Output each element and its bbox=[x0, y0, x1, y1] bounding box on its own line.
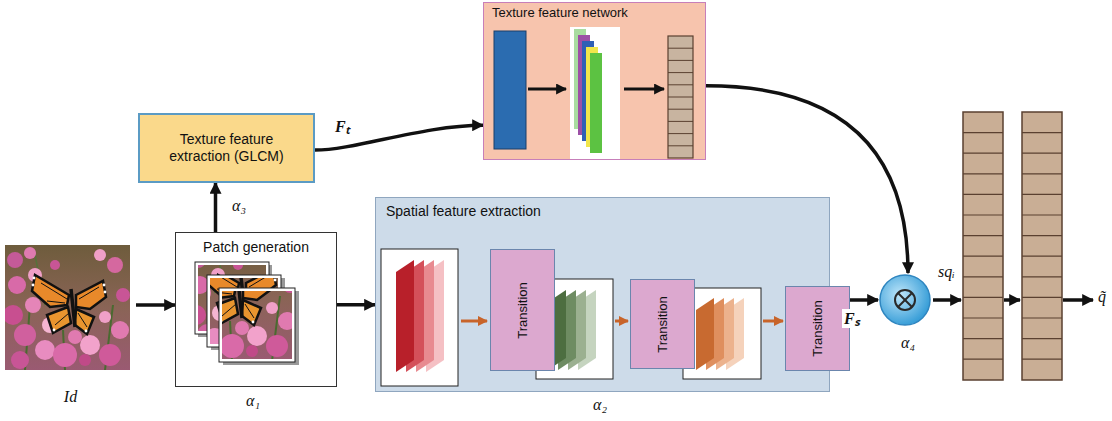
box-label: Transition bbox=[655, 296, 670, 353]
figure-rect bbox=[381, 249, 458, 386]
input-image: Id bbox=[5, 245, 136, 410]
figure-rect bbox=[683, 288, 761, 379]
input-photo bbox=[5, 245, 130, 370]
figure-line bbox=[461, 320, 487, 323]
score-symbol: sqᵢ bbox=[938, 262, 955, 281]
figure-line bbox=[763, 320, 783, 323]
figure-path bbox=[963, 133, 1003, 360]
patch-stack bbox=[176, 233, 333, 388]
stage-symbol: α₁ bbox=[246, 391, 260, 410]
figure-rect bbox=[494, 31, 526, 149]
figure-line bbox=[615, 320, 628, 323]
figure-line bbox=[528, 88, 566, 91]
feature-symbol: Fₜ bbox=[333, 117, 352, 136]
figure-circle bbox=[895, 290, 915, 310]
figure-path bbox=[668, 48, 693, 146]
figure-rect bbox=[590, 53, 602, 153]
transition-box: Transition bbox=[785, 286, 850, 371]
box-label: Texture feature extraction (GLCM) bbox=[152, 131, 301, 165]
figure-polygon bbox=[696, 298, 714, 370]
texture-network-figure bbox=[484, 3, 707, 161]
transition-box: Transition bbox=[490, 249, 555, 371]
dense-block-figure bbox=[376, 198, 831, 393]
feature-vector bbox=[963, 112, 1003, 380]
figure-rect bbox=[570, 27, 620, 159]
output-symbol: q̃ bbox=[1098, 287, 1106, 306]
fusion-circle bbox=[878, 273, 932, 327]
flow-arrow bbox=[1004, 298, 1020, 302]
box-label: Transition bbox=[515, 282, 530, 339]
flow-arrow bbox=[933, 298, 961, 302]
feature-symbol: Fₛ bbox=[842, 309, 862, 328]
figure-rect bbox=[668, 36, 693, 158]
figure-line bbox=[898, 293, 912, 307]
figure-rect bbox=[963, 112, 1003, 380]
panel-title: Texture feature network bbox=[492, 5, 697, 21]
figure-path bbox=[1022, 133, 1062, 360]
figure-circle bbox=[880, 275, 930, 325]
transition-box: Transition bbox=[630, 279, 695, 369]
figure-line bbox=[624, 88, 664, 91]
figure-line bbox=[898, 293, 912, 307]
stage-symbol: α₂ bbox=[593, 395, 607, 414]
figure-polygon bbox=[396, 260, 414, 372]
box-label: Patch generation bbox=[176, 239, 336, 256]
feature-vector bbox=[1022, 112, 1062, 380]
flow-arrow bbox=[214, 183, 218, 232]
flow-arrow bbox=[1063, 298, 1093, 302]
process-box: Patch generation bbox=[175, 232, 337, 387]
image-label: Id bbox=[5, 387, 136, 406]
box-label: Transition bbox=[810, 300, 825, 357]
stage-symbol: α₃ bbox=[230, 196, 248, 215]
flow-arrow bbox=[337, 303, 375, 307]
flow-arrow bbox=[136, 303, 175, 307]
figure-rect bbox=[1022, 112, 1062, 380]
fusion-node: α₄ bbox=[878, 273, 938, 363]
process-box: Texture feature extraction (GLCM) bbox=[138, 113, 315, 183]
spatial-panel: Spatial feature extractionTransition Tran… bbox=[375, 197, 830, 392]
figure-use bbox=[5, 245, 130, 370]
panel-title: Spatial feature extraction bbox=[386, 203, 819, 220]
texture-network-panel: Texture feature network bbox=[483, 2, 706, 160]
symbol-label: α₄ bbox=[878, 333, 938, 352]
